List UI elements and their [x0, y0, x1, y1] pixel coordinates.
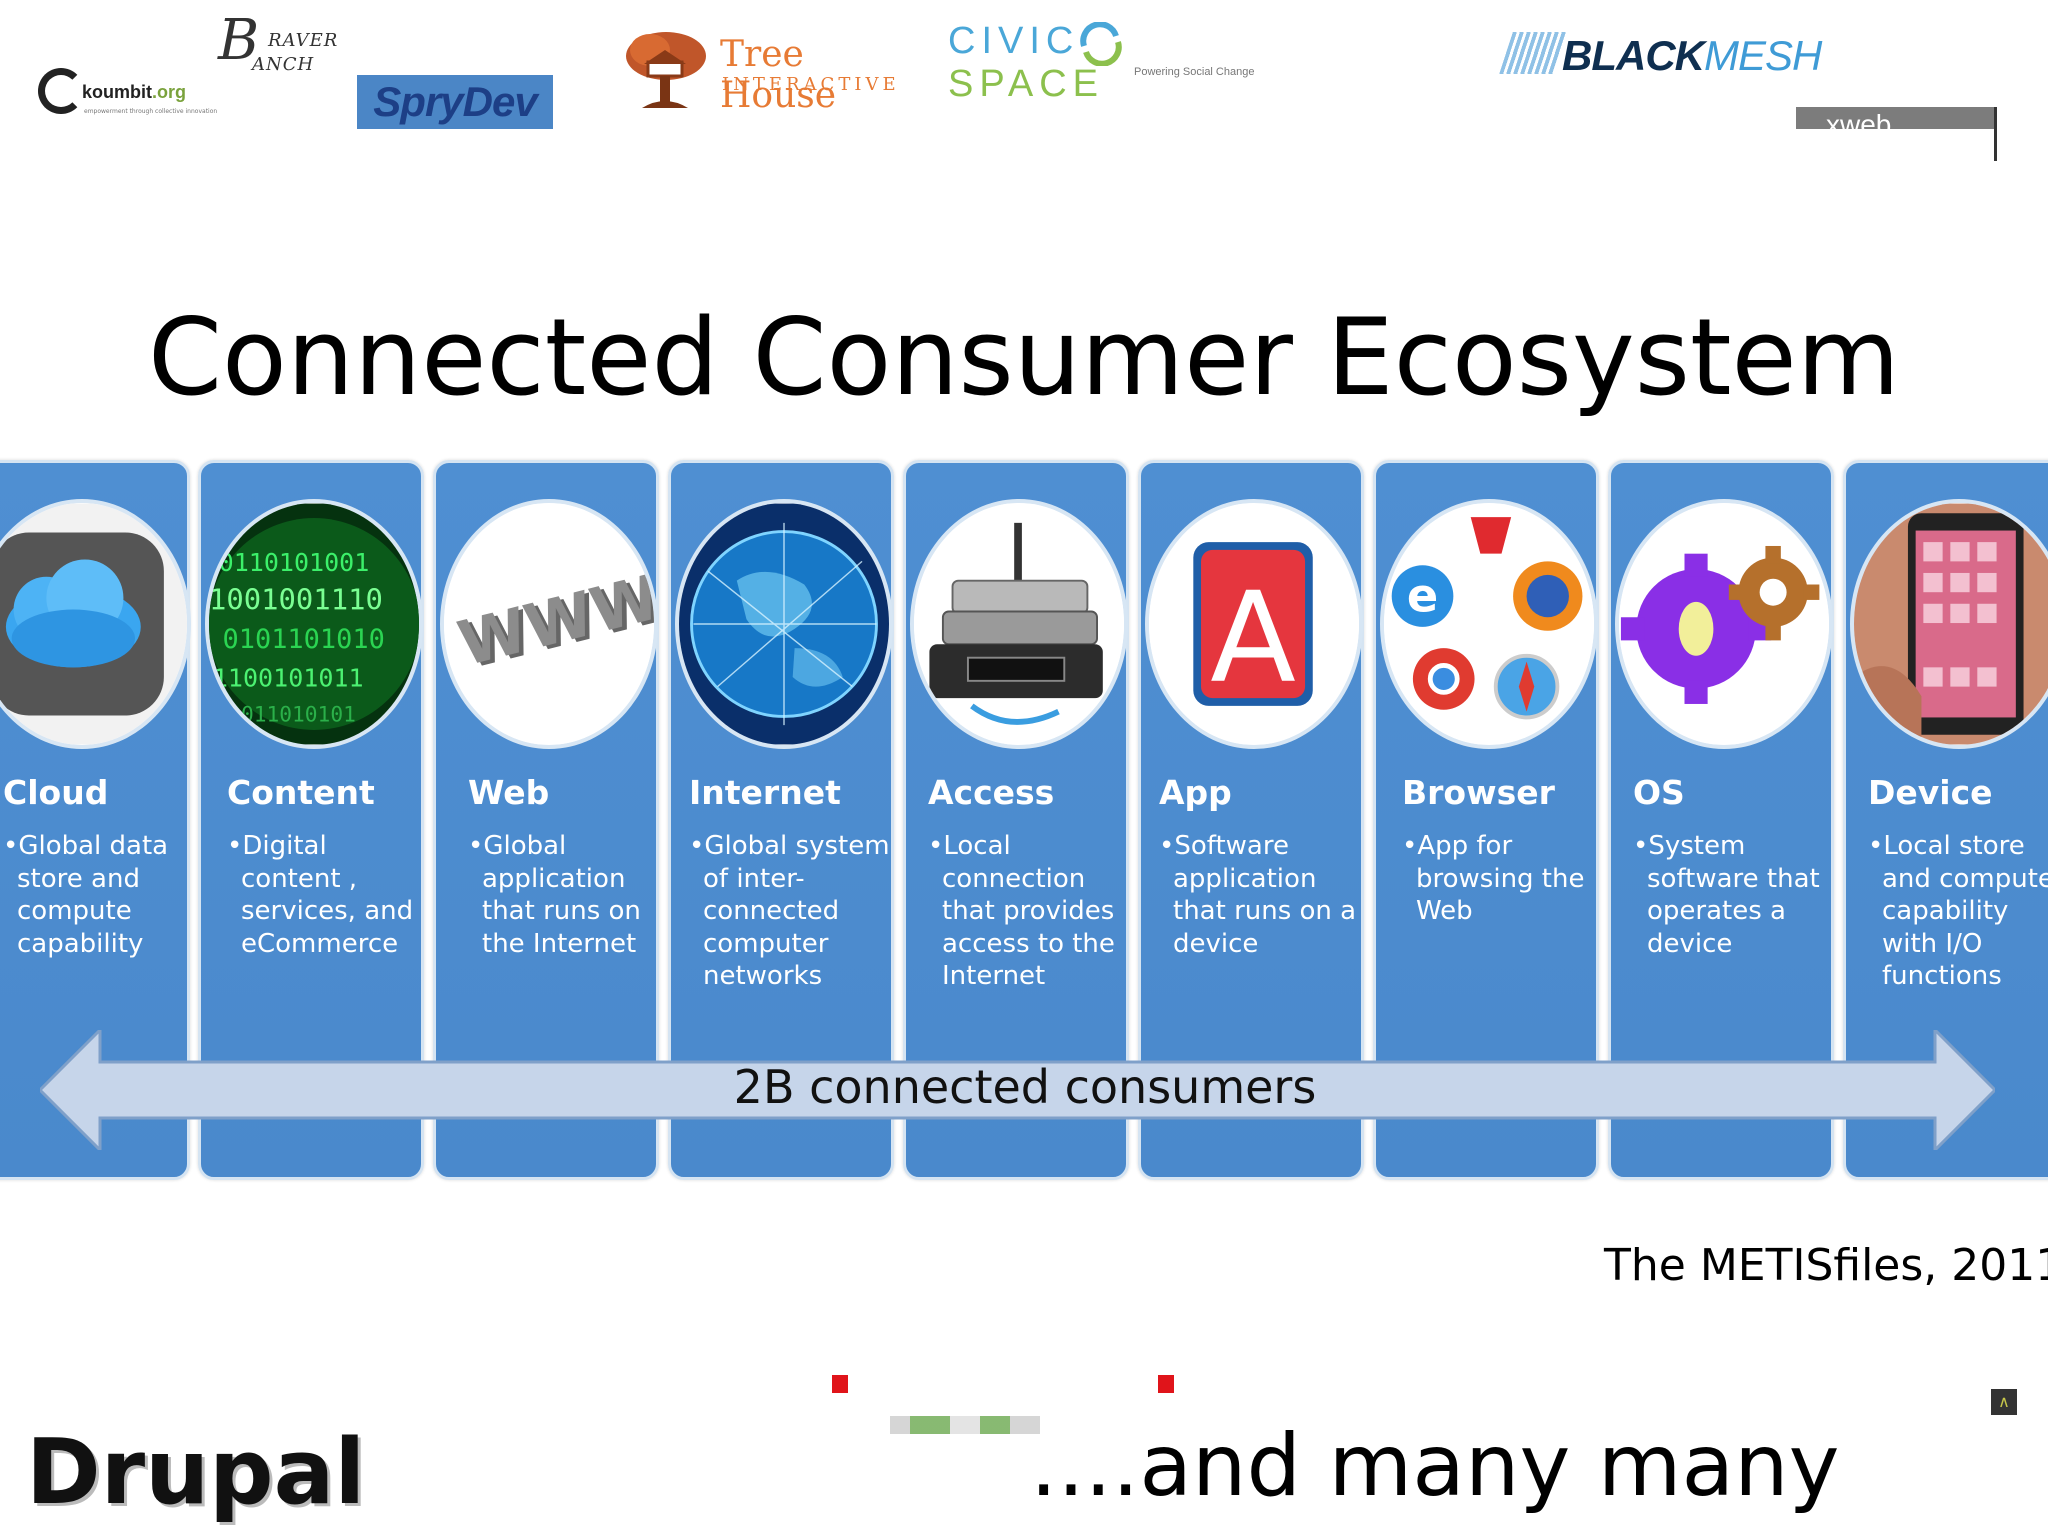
source-credit: The METISfiles, 2011	[1604, 1240, 2048, 1291]
globe-network-icon	[675, 499, 893, 749]
column-description: App for browsing the Web	[1402, 830, 1598, 928]
xweb-logo: xweb	[1796, 107, 1997, 161]
column-web: WWW WWW Web Global application that runs…	[433, 460, 659, 1180]
column-description: Global system of inter-connected compute…	[689, 830, 895, 993]
svg-text:1001001110: 1001001110	[209, 583, 383, 617]
braver-initial: B	[218, 8, 260, 73]
column-access: Access Local connection that provides ac…	[903, 460, 1129, 1180]
koumbit-logo: koumbit.org empowerment through collecti…	[38, 48, 238, 128]
column-cloud: Cloud Global data store and compute capa…	[0, 460, 191, 1180]
svg-text:0101101010: 0101101010	[222, 624, 384, 655]
svg-text:A: A	[1210, 565, 1296, 711]
column-internet: Internet Global system of inter-connecte…	[668, 460, 894, 1180]
column-title: Web	[468, 773, 550, 812]
column-os: OS System software that operates a devic…	[1608, 460, 1834, 1180]
red-dot-left	[832, 1375, 848, 1393]
slide-title: Connected Consumer Ecosystem	[147, 296, 1900, 419]
column-title: App	[1159, 773, 1232, 812]
civicspace-logo: CIVICSPACE Powering Social Change	[948, 20, 1278, 105]
svg-text:0110101001: 0110101001	[219, 548, 370, 577]
civic-loop-icon	[1080, 22, 1122, 66]
column-title: Browser	[1402, 773, 1555, 812]
footer-left-text: Drupal	[26, 1420, 366, 1525]
gears-icon	[1615, 499, 1833, 749]
corner-icon: ∧	[1991, 1389, 2017, 1415]
smartphone-icon	[1850, 499, 2048, 749]
footer-right-text: ....and many many	[1030, 1416, 1840, 1516]
column-description: Global data store and compute capability	[3, 830, 182, 960]
svg-text:1100101011: 1100101011	[213, 664, 364, 693]
column-description: Digital content , services, and eCommerc…	[227, 830, 419, 960]
column-browser: e Browser App for browsing the Web	[1373, 460, 1599, 1180]
double-arrow-icon	[40, 1030, 1995, 1150]
column-title: Internet	[689, 773, 841, 812]
column-title: Content	[227, 773, 375, 812]
column-title: OS	[1633, 773, 1685, 812]
xweb-name: xweb	[1826, 109, 1892, 140]
column-description: Software application that runs on a devi…	[1159, 830, 1365, 960]
braver-line2: ANCH	[252, 54, 315, 75]
router-icon	[910, 499, 1128, 749]
column-description: Local store and compute capability with …	[1868, 830, 2048, 993]
column-app: A App Software application that runs on …	[1138, 460, 1364, 1180]
column-title: Access	[928, 773, 1055, 812]
svg-text:e: e	[1407, 568, 1438, 622]
treehouse-sub: INTERACTIVE	[722, 74, 900, 95]
koumbit-suffix: .org	[152, 82, 186, 102]
koumbit-swirl-icon	[38, 68, 84, 114]
braver-ranch-logo: B RAVER ANCH	[212, 6, 352, 86]
blackmesh-part1: BLACK	[1562, 32, 1705, 79]
cloud-icon	[0, 499, 191, 749]
braver-line1: RAVER	[268, 30, 339, 51]
civic-part1: CIVIC	[948, 20, 1080, 62]
mesh-icon	[1499, 32, 1567, 74]
column-title: Device	[1868, 773, 1993, 812]
column-description: Local connection that provides access to…	[928, 830, 1134, 993]
tree-icon	[626, 32, 706, 108]
column-description: Global application that runs on the Inte…	[468, 830, 657, 960]
red-dot-right	[1158, 1375, 1174, 1393]
arrow-label: 2B connected consumers	[733, 1060, 1317, 1114]
partial-logo	[890, 1416, 1040, 1434]
column-title: Cloud	[3, 773, 109, 812]
koumbit-name: koumbit	[82, 82, 152, 102]
koumbit-tagline: empowerment through collective innovatio…	[84, 108, 218, 115]
svg-text:0011010101: 0011010101	[228, 701, 356, 726]
binary-code-icon: 0110101001 1001001110 0101101010 1100101…	[205, 499, 423, 749]
app-icon: A	[1145, 499, 1363, 749]
civic-part2: SPACE	[948, 63, 1105, 105]
sprydev-logo: SpryDev	[357, 75, 553, 129]
www-icon: WWW WWW	[440, 499, 658, 749]
column-description: System software that operates a device	[1633, 830, 1832, 960]
civic-tagline: Powering Social Change	[1134, 66, 1255, 78]
blackmesh-part2: MESH	[1703, 32, 1822, 79]
treehouse-logo: Tree House INTERACTIVE	[622, 28, 922, 116]
browser-logos-icon: e	[1380, 499, 1598, 749]
blackmesh-logo: BLACKMESH	[1499, 26, 1860, 86]
column-content: 0110101001 1001001110 0101101010 1100101…	[198, 460, 424, 1180]
treehouse-name: Tree House	[720, 34, 837, 116]
